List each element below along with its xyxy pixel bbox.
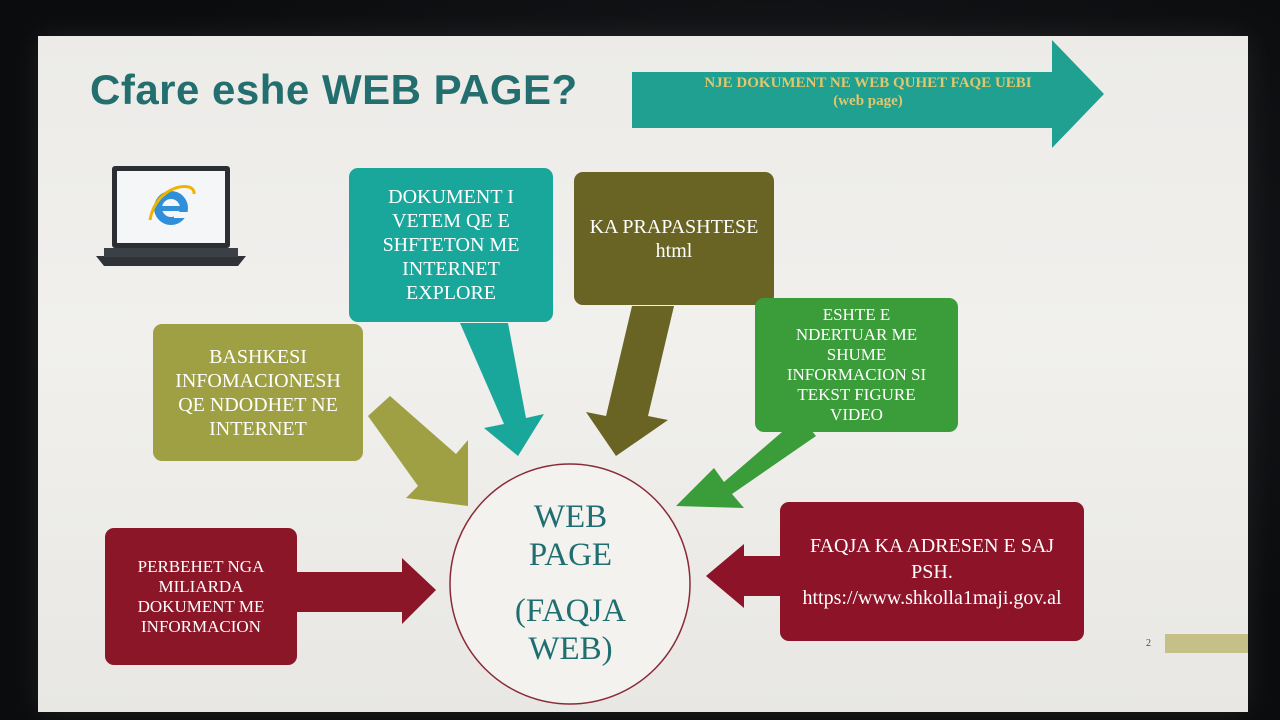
center-line: PAGE: [528, 537, 613, 573]
laptop-ie-icon: [96, 166, 246, 266]
green-line: ESHTE E: [822, 305, 891, 324]
center-label: WEB PAGE (FAQJA WEB): [458, 498, 683, 668]
address-url: https://www.shkolla1maji.gov.al: [802, 586, 1062, 609]
box-built-with-info: ESHTE E NDERTUAR ME SHUME INFORMACION SI…: [755, 298, 958, 432]
diagram-arrows: [297, 40, 1104, 705]
footer-accent-bar: [1165, 634, 1248, 653]
khaki-line: INTERNET: [209, 417, 307, 440]
center-line: WEB: [533, 499, 608, 535]
green-line: NDERTUAR ME: [795, 325, 918, 344]
teal-arrow: [460, 323, 544, 456]
green-line: VIDEO: [830, 405, 883, 424]
box-page-address: FAQJA KA ADRESEN E SAJ PSH. https://www.…: [780, 502, 1084, 641]
slide-title: Cfare eshe WEB PAGE?: [90, 66, 578, 113]
khaki-line: INFOMACIONESH: [175, 369, 341, 392]
maroon-left-arrow: [297, 558, 436, 624]
box-information-set: BASHKESI INFOMACIONESH QE NDODHET NE INT…: [153, 324, 363, 461]
green-line: SHUME: [826, 345, 887, 364]
olive-arrow: [586, 306, 674, 456]
teal-line: SHFTETON ME: [382, 234, 520, 256]
maroon-right-arrow: [706, 544, 780, 608]
center-circle: [449, 463, 691, 705]
maroon-right-line: PSH.: [911, 560, 953, 583]
maroon-left-line: PERBEHET NGA: [137, 556, 265, 576]
slide-number: 2: [1146, 638, 1151, 649]
banner-line-1: NJE DOKUMENT NE WEB QUHET FAQE UEBI: [704, 75, 1032, 91]
teal-line: EXPLORE: [406, 282, 496, 304]
khaki-line: QE NDODHET NE: [178, 393, 338, 416]
banner-text: NJE DOKUMENT NE WEB QUHET FAQE UEBI (web…: [658, 74, 1078, 110]
olive-line: KA PRAPASHTESE: [589, 215, 759, 238]
presentation-slide: Cfare eshe WEB PAGE? NJE DOKUMENT NE WEB…: [38, 36, 1248, 712]
olive-line: html: [655, 239, 693, 262]
teal-line: DOKUMENT I: [388, 186, 514, 208]
box-ie-document: DOKUMENT I VETEM QE E SHFTETON ME INTERN…: [349, 168, 553, 322]
banner-arrow: [632, 40, 1104, 148]
green-line: TEKST FIGURE: [797, 385, 916, 404]
maroon-right-line: FAQJA KA ADRESEN E SAJ: [809, 534, 1055, 557]
maroon-left-line: INFORMACION: [141, 616, 261, 636]
banner-line-2: (web page): [833, 93, 903, 109]
teal-line: INTERNET: [402, 258, 500, 280]
green-line: INFORMACION SI: [786, 365, 927, 384]
teal-line: VETEM QE E: [392, 210, 510, 232]
maroon-left-line: DOKUMENT ME: [137, 596, 265, 616]
maroon-left-line: MILIARDA: [158, 576, 244, 596]
green-arrow: [676, 414, 816, 508]
box-html-extension: KA PRAPASHTESE html: [574, 172, 774, 305]
khaki-line: BASHKESI: [209, 345, 307, 368]
box-billions-documents: PERBEHET NGA MILIARDA DOKUMENT ME INFORM…: [105, 528, 297, 665]
center-line: WEB): [528, 631, 613, 667]
center-line: (FAQJA: [514, 593, 627, 629]
khaki-arrow: [368, 396, 468, 506]
